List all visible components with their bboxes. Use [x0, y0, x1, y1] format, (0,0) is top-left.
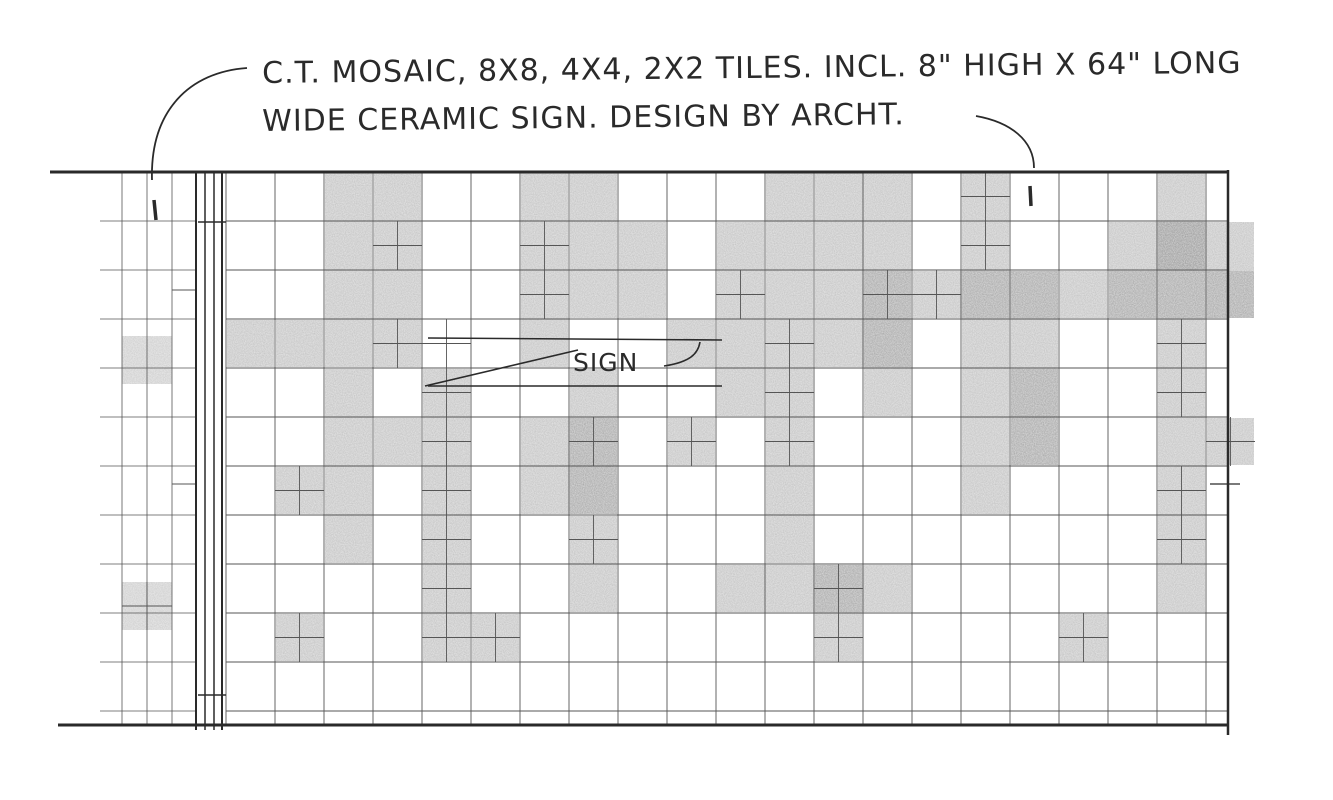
leader-right	[975, 115, 1035, 169]
sign-leader-hook	[663, 341, 701, 367]
shaded-tile	[1060, 271, 1107, 318]
shaded-tile	[374, 418, 421, 465]
shaded-tile	[668, 320, 715, 367]
shaded-tile	[1207, 271, 1254, 318]
annotation-leaders	[151, 67, 1035, 221]
wall-outline	[50, 170, 1240, 735]
shaded-tile	[570, 173, 617, 318]
leader-left	[151, 67, 248, 181]
leader-right-tip	[1028, 185, 1033, 207]
sign-leader-diagonal	[424, 349, 579, 387]
shaded-tile	[227, 320, 274, 367]
sign-label: SIGN	[573, 348, 638, 377]
small-tile-subdivisions	[122, 172, 1255, 662]
shaded-tile	[276, 320, 323, 367]
shaded-tile	[962, 467, 1009, 514]
leader-left-tip	[152, 199, 158, 221]
sign-leader-upper	[427, 337, 723, 341]
sign-callout	[424, 337, 723, 387]
